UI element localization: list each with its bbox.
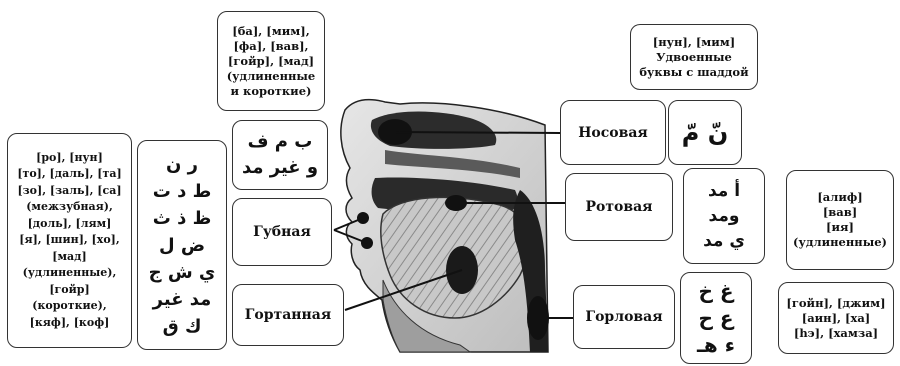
nasal-arabic-letters: نّ مّ	[682, 119, 728, 147]
throat-arabic-letters: غ خ ع ح ء هـ	[697, 278, 735, 359]
laryngeal-label: Гортанная	[232, 284, 344, 346]
laryngeal-letters-note: [ро], [нун] [то], [даль], [та] [зо], [за…	[7, 133, 132, 348]
oral-arabic-box: أ مد ومد ي مد	[683, 168, 765, 264]
nasal-label: Носовая	[560, 100, 666, 165]
labial-label: Губная	[232, 198, 332, 266]
laryngeal-arabic-box: ر ن ط د ت ظ ذ ث ض ل ي ش ج مد غير ك ق	[137, 140, 227, 350]
nasal-arabic-box: نّ مّ	[668, 100, 742, 165]
laryngeal-letters-text: [ро], [нун] [то], [даль], [та] [зо], [за…	[17, 150, 121, 332]
labial-letters-note: [ба], [мим], [фа], [вав], [гойр], [мад] …	[217, 11, 325, 111]
labial-arabic-letters: ب م ف و غير مد	[242, 129, 318, 181]
oral-letters-text: [алиф] [вав] [ия] (удлиненные)	[793, 190, 887, 250]
throat-label-text: Горловая	[585, 309, 662, 325]
laryngeal-label-text: Гортанная	[245, 307, 331, 323]
labial-label-text: Губная	[253, 224, 311, 240]
nasal-letters-note: [нун], [мим] Удвоенные буквы с шаддой	[630, 24, 758, 90]
throat-arabic-box: غ خ ع ح ء هـ	[680, 272, 752, 364]
nasal-label-text: Носовая	[578, 125, 648, 141]
throat-label: Горловая	[573, 285, 675, 349]
labial-arabic-box: ب م ف و غير مد	[232, 120, 328, 190]
throat-letters-note: [гойн], [джим] [аин], [ха] [hэ], [хамза]	[778, 282, 894, 354]
oral-label-text: Ротовая	[585, 199, 652, 215]
oral-label: Ротовая	[565, 173, 673, 241]
labial-letters-text: [ба], [мим], [фа], [вав], [гойр], [мад] …	[227, 24, 316, 99]
throat-letters-text: [гойн], [джим] [аин], [ха] [hэ], [хамза]	[786, 296, 885, 341]
laryngeal-arabic-letters: ر ن ط د ت ظ ذ ث ض ل ي ش ج مد غير ك ق	[149, 151, 216, 340]
oral-arabic-letters: أ مد ومد ي مد	[703, 179, 745, 254]
oral-letters-note: [алиф] [вав] [ия] (удлиненные)	[786, 170, 894, 270]
nasal-letters-text: [нун], [мим] Удвоенные буквы с шаддой	[639, 35, 748, 80]
nasal-connector	[395, 132, 560, 133]
